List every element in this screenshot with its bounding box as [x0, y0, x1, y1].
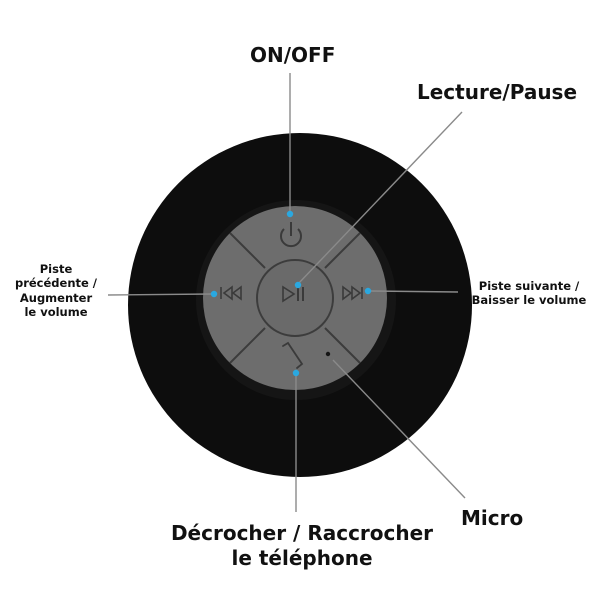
callout-line-next — [370, 290, 459, 293]
label-previous-line: le volume — [24, 305, 88, 320]
label-micro: Micro — [461, 506, 524, 530]
callout-dots — [210, 210, 372, 377]
callout-dot-onoff — [286, 210, 294, 218]
label-next-line: Baisser le volume — [471, 293, 587, 308]
callout-line-play — [297, 111, 463, 285]
label-previous-line: Piste — [39, 262, 73, 276]
label-next-line: Piste suivante / — [478, 279, 580, 293]
power-icon[interactable] — [280, 222, 302, 248]
previous-track-icon[interactable] — [220, 285, 242, 301]
phone-icon[interactable] — [282, 341, 304, 369]
center-button[interactable] — [256, 259, 334, 337]
label-previous-line: Augmenter — [19, 290, 93, 305]
callout-line-micro — [332, 359, 466, 499]
callout-dot-play — [294, 281, 302, 289]
label-previous-line: précédente / — [14, 276, 98, 291]
label-onoff: ON/OFF — [250, 43, 336, 67]
label-call: Décrocher / Raccrocher le téléphone — [157, 521, 447, 571]
next-track-icon[interactable] — [342, 285, 363, 301]
label-call-line: Décrocher / Raccrocher — [170, 521, 434, 545]
callout-dot-next — [364, 287, 372, 295]
play-pause-icon[interactable] — [282, 285, 304, 303]
button-separators — [229, 232, 361, 364]
callout-line-previous — [107, 293, 214, 296]
microphone-hole-icon — [325, 351, 331, 357]
callout-dot-previous — [210, 290, 218, 298]
label-call-line: le téléphone — [231, 546, 373, 570]
label-play-pause: Lecture/Pause — [417, 80, 578, 104]
label-next: Piste suivante / Baisser le volume — [458, 279, 600, 308]
label-previous: Piste précédente / Augmenter le volume — [0, 262, 112, 320]
callout-lines — [107, 73, 466, 512]
callout-dot-call — [292, 369, 300, 377]
